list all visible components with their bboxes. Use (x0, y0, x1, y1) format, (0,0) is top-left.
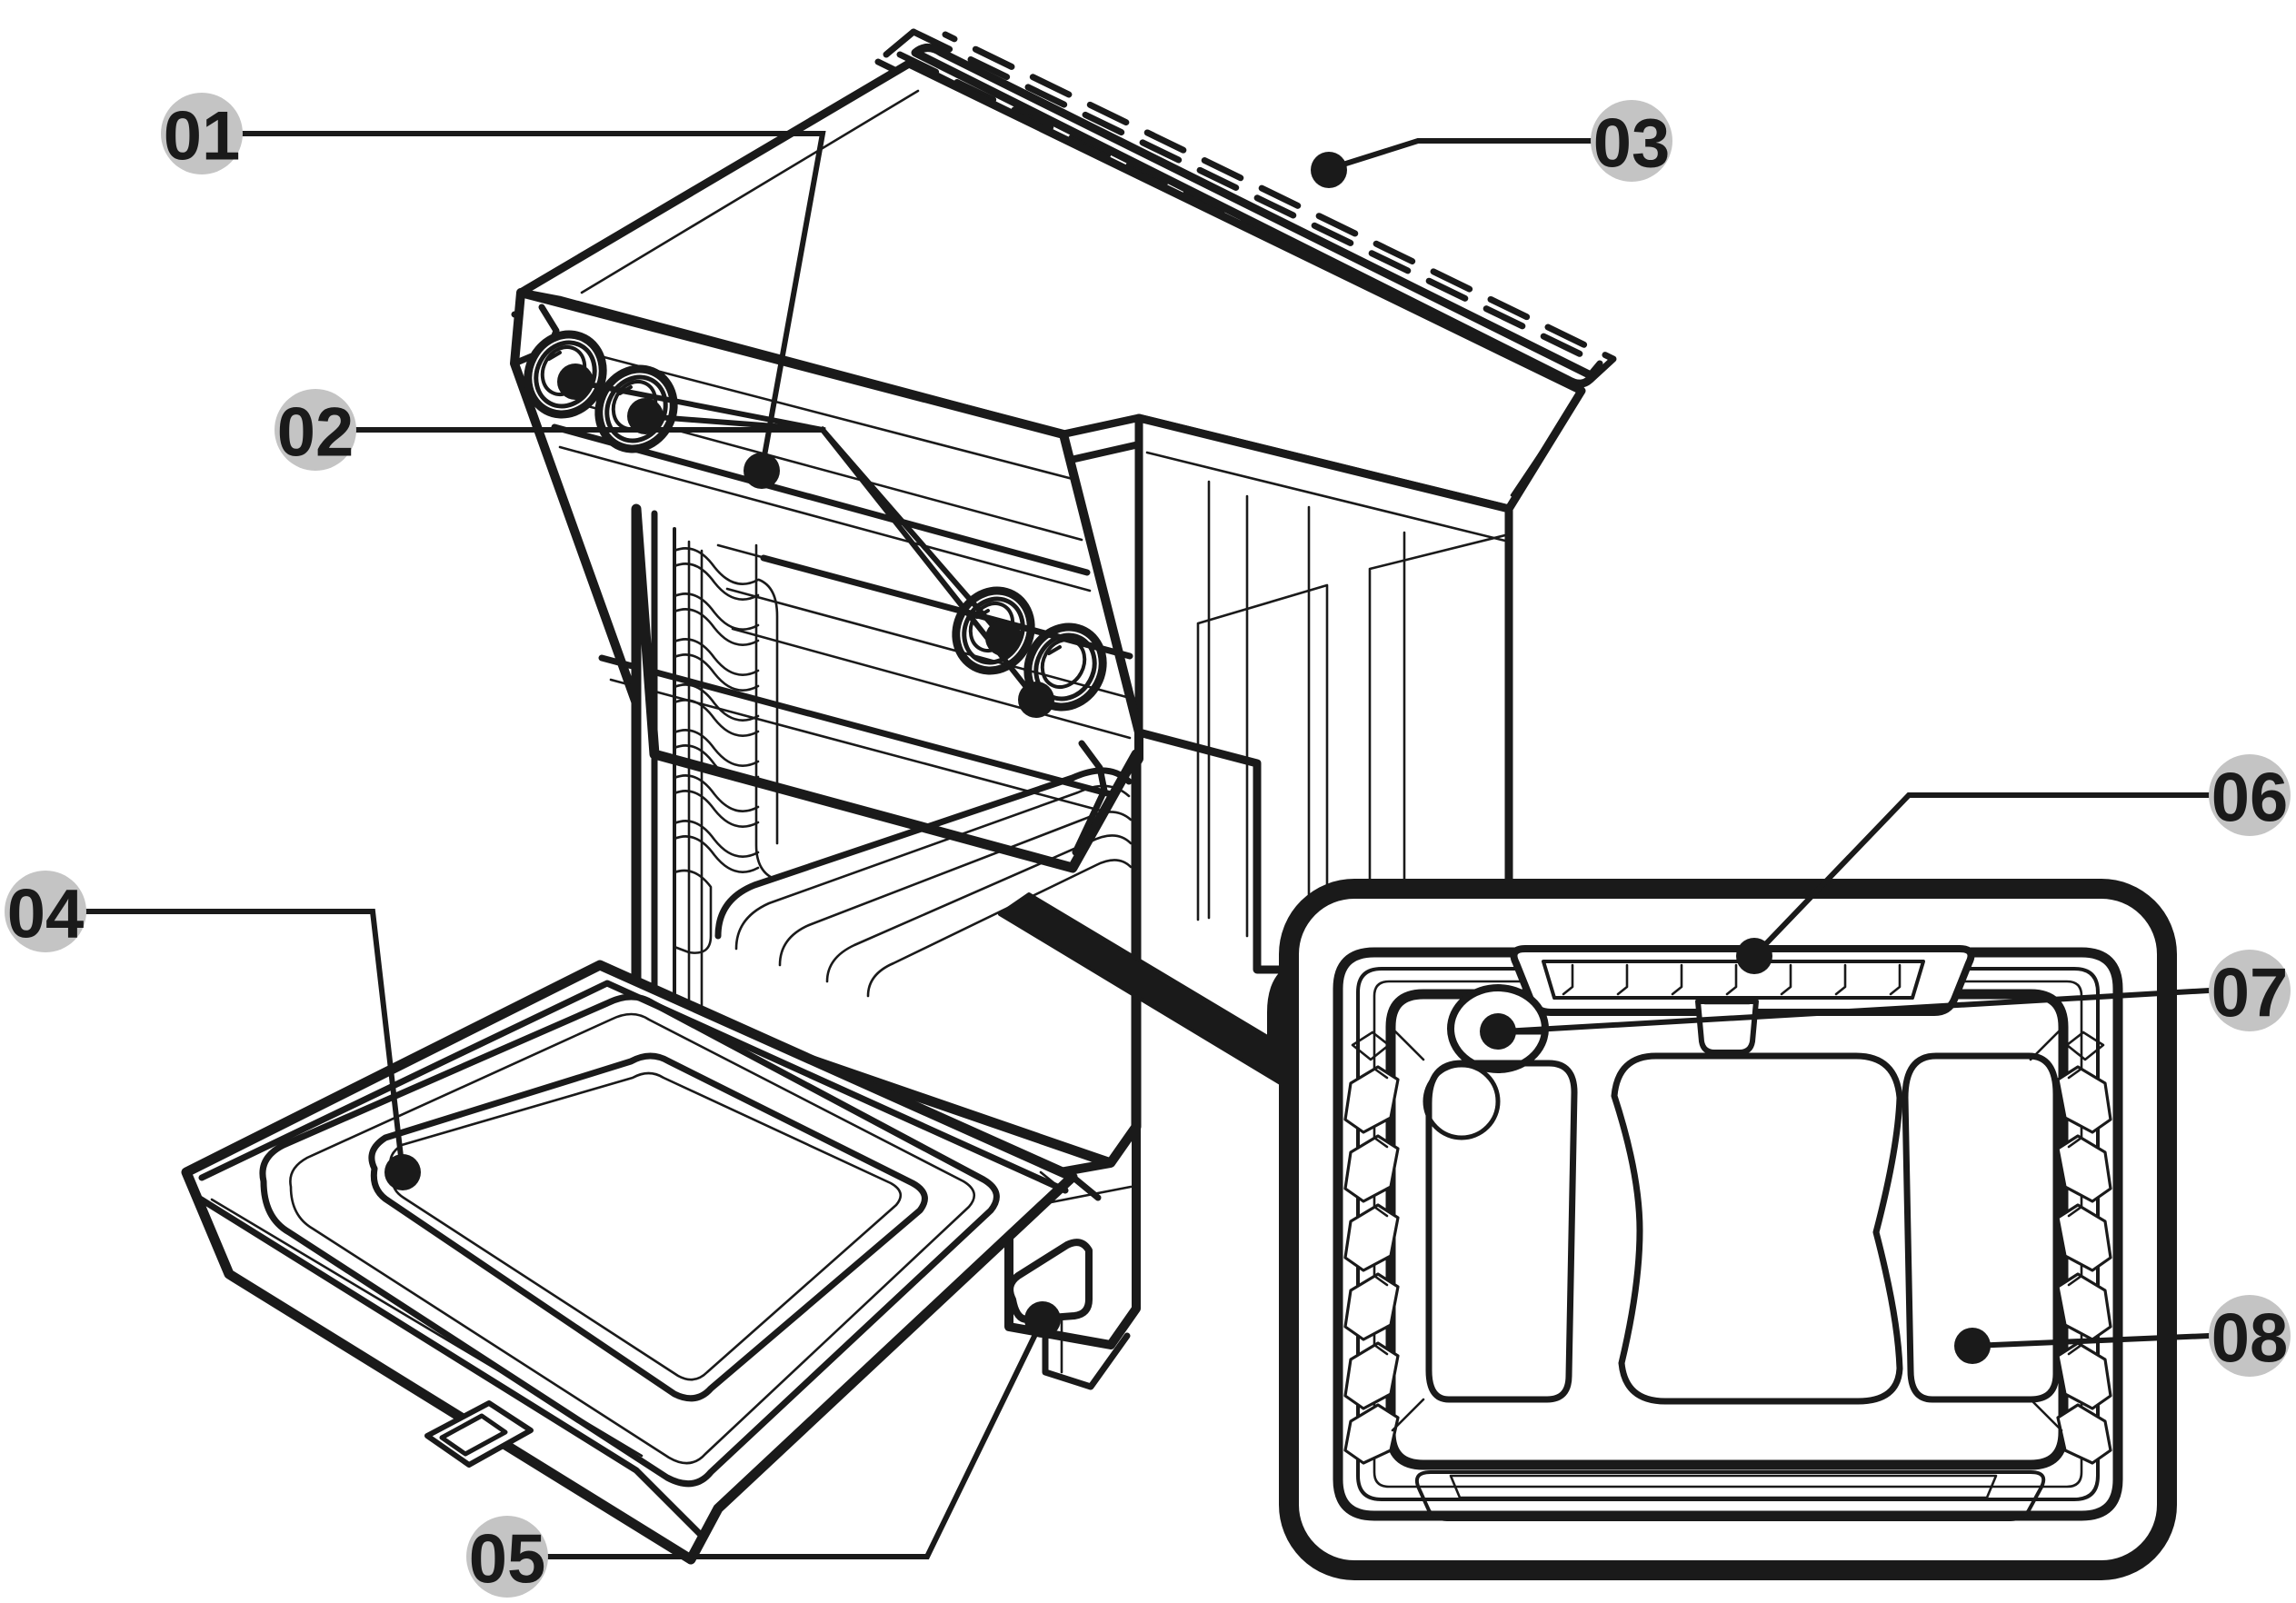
callout-04[interactable]: 04 (5, 871, 421, 1190)
callout-02[interactable]: 02 (275, 363, 1054, 718)
callout-02-badge[interactable] (275, 389, 356, 471)
callout-06-leader (1750, 792, 2211, 961)
callout-layer: 01 02 03 04 (5, 93, 2291, 1598)
callout-07-badge[interactable] (2209, 950, 2291, 1031)
callout-05-target-dot (1024, 1301, 1061, 1338)
callout-06[interactable]: 06 (1736, 754, 2291, 974)
callout-02-target-dot-knob-2 (627, 398, 664, 434)
callout-04-leader (84, 909, 406, 1176)
callout-08[interactable]: 08 (1954, 1295, 2291, 1378)
callout-08-target-dot (1954, 1328, 1991, 1364)
rack-guide-ladder-right (2056, 1030, 2112, 1465)
callout-06-target-dot (1736, 938, 1772, 974)
callout-02-label: 02 (277, 394, 354, 472)
oven-door[interactable] (181, 960, 1102, 1565)
callout-07-target-dot (1480, 1013, 1516, 1050)
callout-03-badge[interactable] (1591, 100, 1672, 182)
callout-06-badge[interactable] (2209, 754, 2291, 836)
callout-05-leader (545, 1315, 1047, 1559)
callout-02-target-dot-knob-3 (985, 620, 1022, 656)
callout-01-badge[interactable] (161, 93, 243, 174)
cavity-outer-liner (1333, 947, 2123, 1521)
callout-05-label: 05 (469, 1521, 546, 1598)
callout-01-target-dot (744, 453, 780, 489)
callout-01[interactable]: 01 (161, 93, 826, 489)
callout-02-target-dot-knob (557, 363, 594, 400)
callout-03-label: 03 (1593, 105, 1671, 183)
callout-07[interactable]: 07 (1480, 950, 2291, 1050)
callout-03-leader (1328, 138, 1593, 172)
callout-07-leader (1501, 987, 2212, 1035)
callout-08-badge[interactable] (2209, 1295, 2291, 1377)
callout-04-badge[interactable] (5, 871, 86, 952)
rear-wall-panels (1425, 1052, 2060, 1405)
door-hinge-bracket (1006, 1239, 1093, 1323)
rack-guide-ladder-left (1343, 1030, 1400, 1465)
callout-02-leader-branch-3 (818, 425, 1008, 642)
oven-cavity-detail-view (1279, 879, 2177, 1580)
callout-02-leader-branch-2 (642, 413, 826, 433)
rack-guide-ribs (673, 543, 779, 954)
main-range-view (181, 28, 1617, 1565)
callout-01-leader (240, 131, 826, 474)
callout-02-target-dot (1018, 682, 1054, 718)
callout-01-label: 01 (164, 98, 241, 175)
oven-cavity (631, 503, 1142, 1169)
callout-04-target-dot (384, 1154, 421, 1190)
callout-08-leader (1969, 1332, 2212, 1349)
callout-03-target-dot (1311, 152, 1347, 188)
bottom-element-cover (1415, 1470, 2046, 1521)
callout-06-label: 06 (2211, 760, 2289, 837)
door-latch-plate (424, 1400, 534, 1468)
callout-03[interactable]: 03 (1311, 100, 1672, 188)
callout-05-badge[interactable] (466, 1516, 548, 1598)
callout-04-label: 04 (7, 876, 85, 953)
callout-05[interactable]: 05 (466, 1301, 1061, 1598)
callout-08-label: 08 (2211, 1300, 2289, 1378)
callout-02-leader-branch (572, 378, 826, 433)
callout-07-label: 07 (2211, 955, 2289, 1032)
